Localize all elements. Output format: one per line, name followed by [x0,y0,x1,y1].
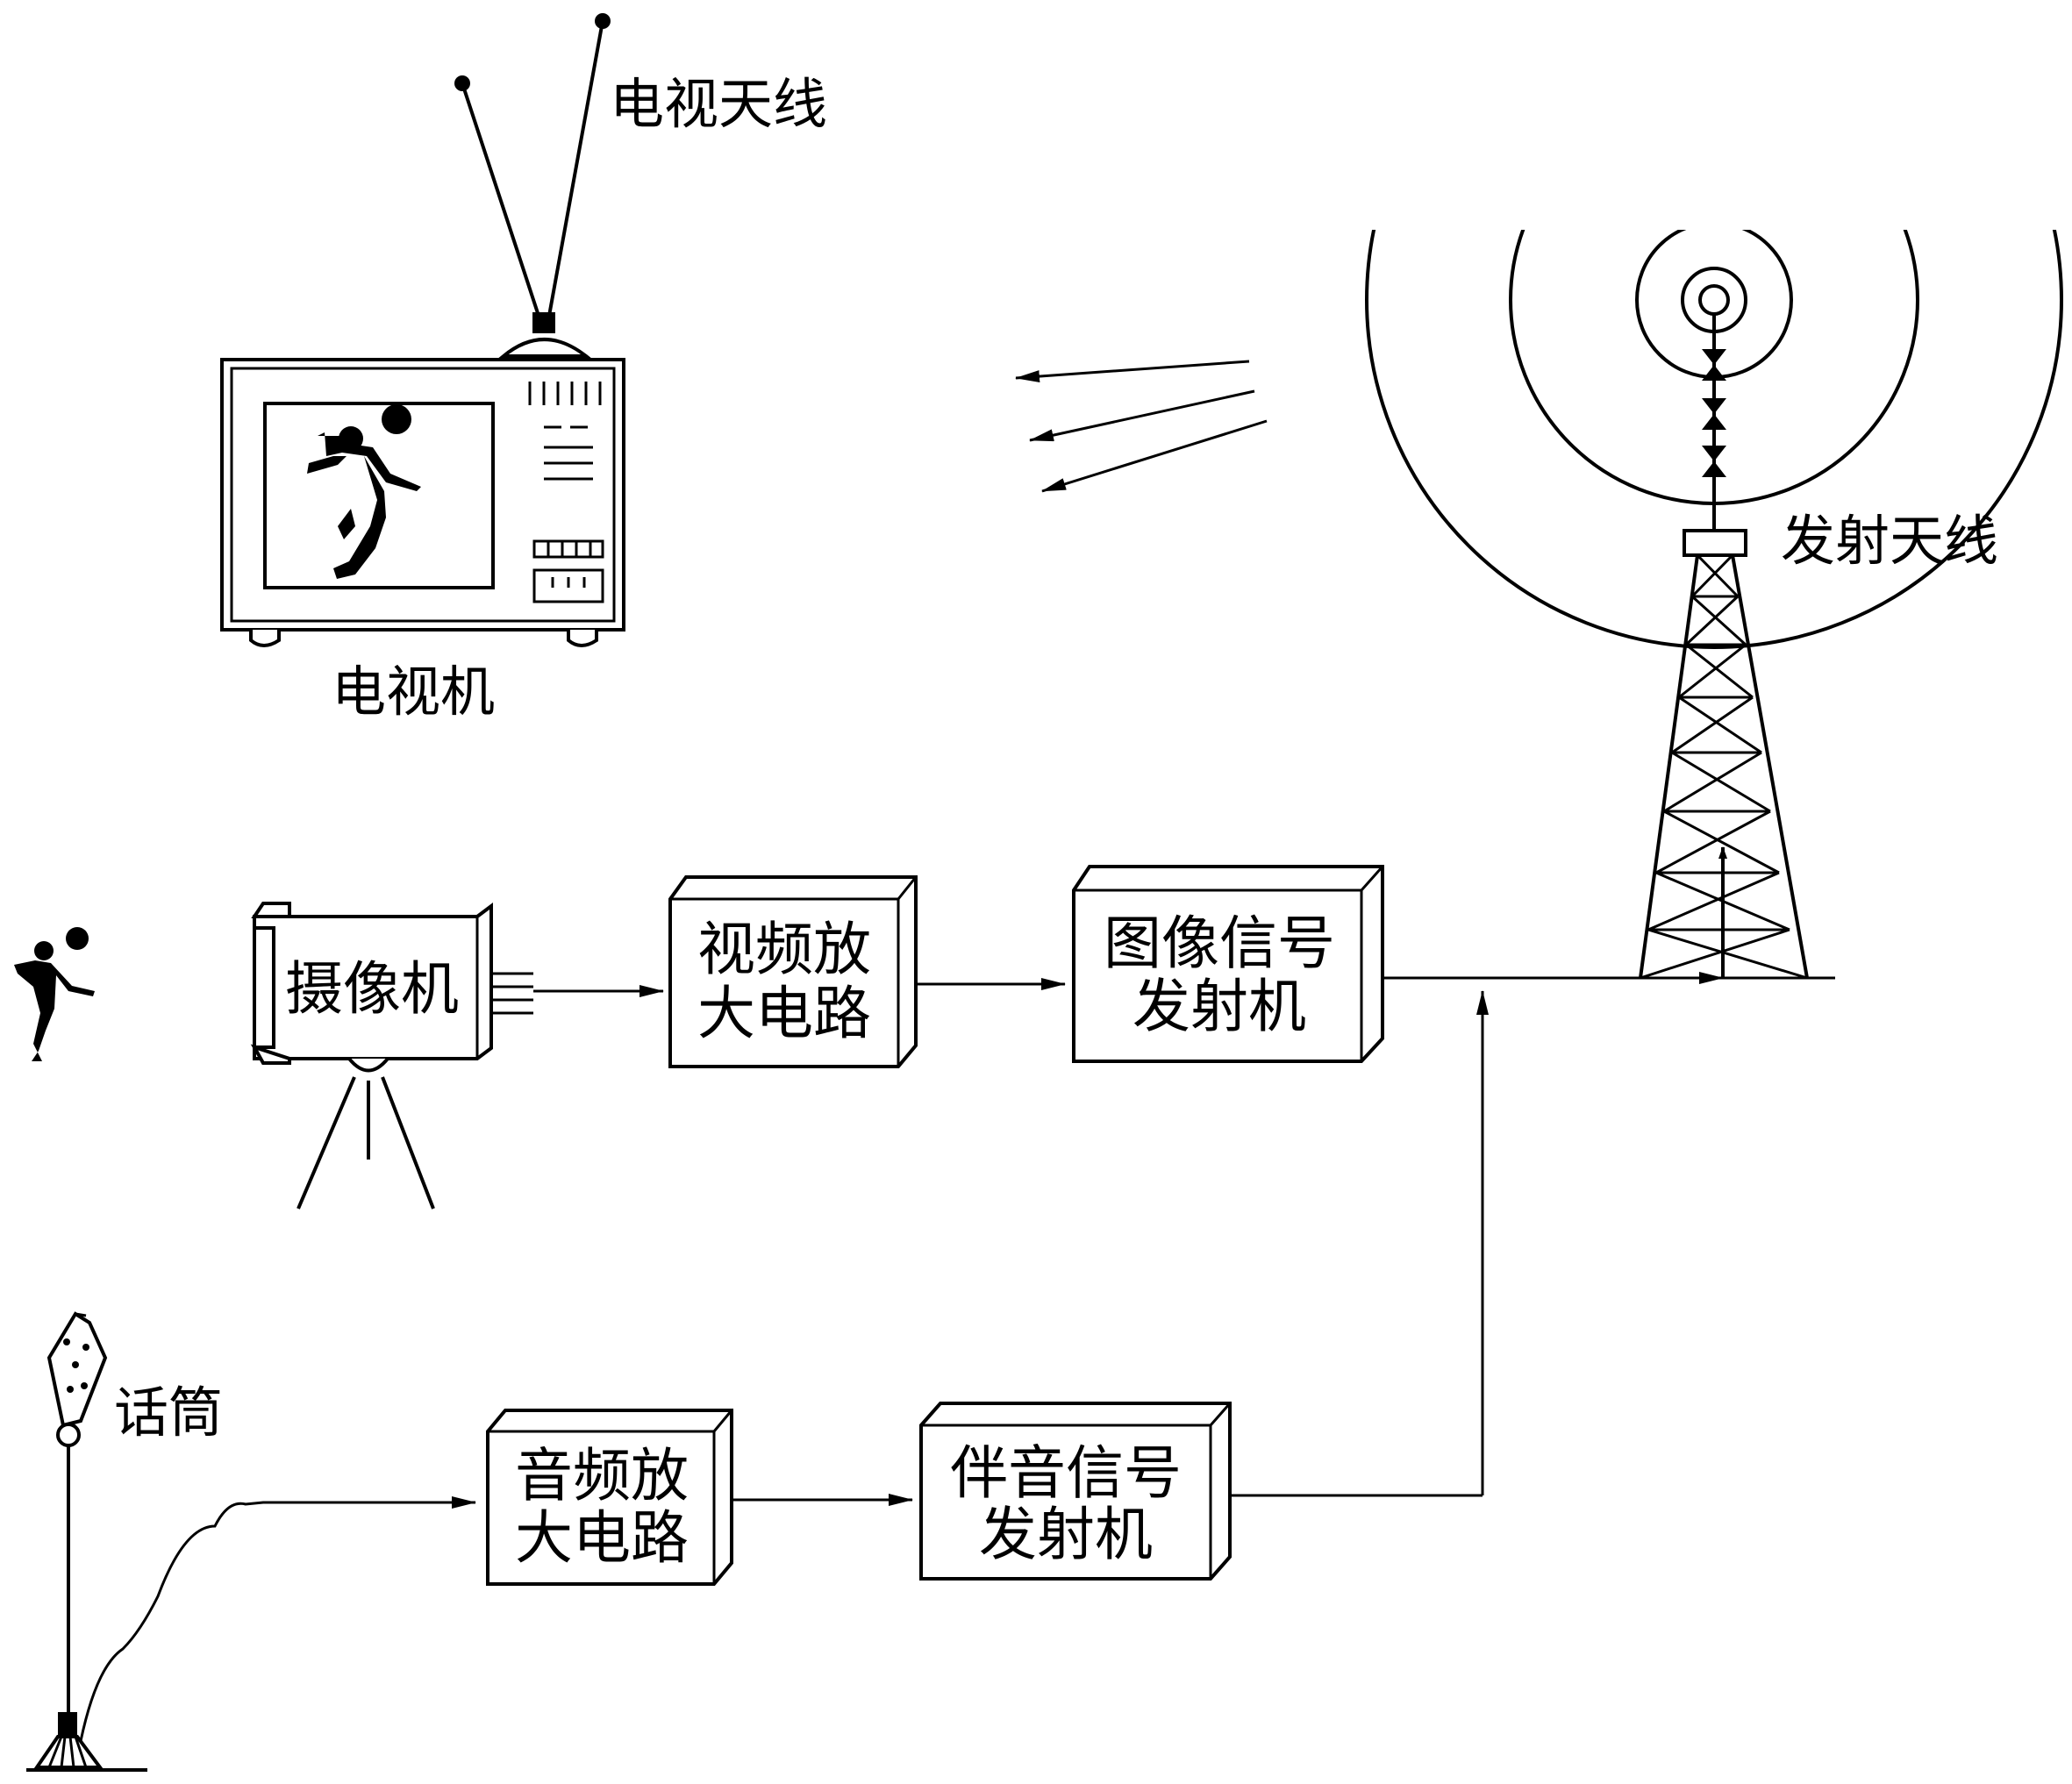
transmit-tower-icon [1639,314,1809,980]
audio-amplifier-box: 音频放 大电路 [486,1409,733,1586]
tv-set-icon [220,358,625,647]
sound-signal-transmitter-label-line1: 伴音信号 [950,1439,1182,1507]
video-camera-icon [250,902,533,1210]
sound-signal-transmitter-label-line2: 发射机 [979,1501,1153,1568]
image-signal-transmitter-label-line2: 发射机 [1132,973,1306,1040]
image-signal-transmitter-label-line1: 图像信号 [1104,910,1335,977]
tv-antenna-label: 电视天线 [610,72,827,136]
microphone-icon [26,1311,147,1772]
audio-amplifier-label-line2: 大电路 [515,1504,689,1572]
camera-label: 摄像机 [285,955,459,1023]
tv-control-panel [528,382,604,603]
tv-antenna-icon [454,13,611,358]
tv-set-label: 电视机 [332,660,495,724]
player-silhouette-icon [307,404,421,579]
image-signal-transmitter-box: 图像信号 发射机 [1072,865,1384,1063]
microphone-label: 话筒 [114,1381,223,1445]
transmit-antenna-label: 发射天线 [1781,509,1998,573]
radio-waves [1015,360,1268,493]
audio-amplifier-label-line1: 音频放 [515,1442,689,1509]
video-amplifier-box: 视频放 大电路 [668,875,918,1068]
video-amplifier-label-line1: 视频放 [697,916,871,983]
video-amplifier-label-line2: 大电路 [697,980,871,1047]
athlete-silhouette-icon [14,927,95,1061]
sound-signal-transmitter-box: 伴音信号 发射机 [919,1402,1232,1581]
